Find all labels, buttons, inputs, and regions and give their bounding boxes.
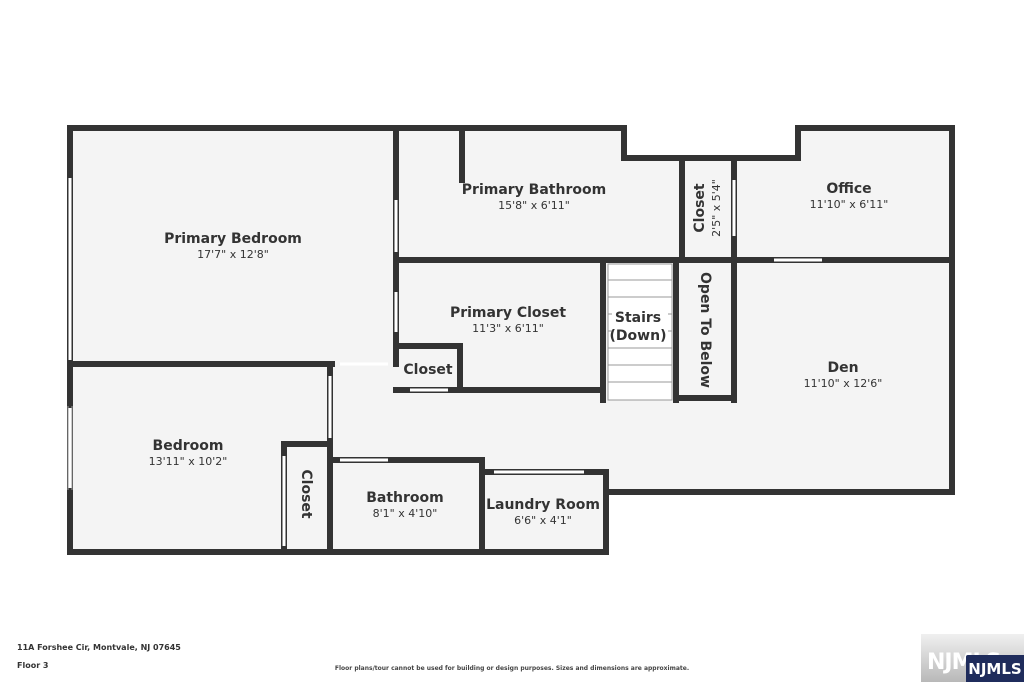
stairs-direction: (Down) bbox=[610, 328, 667, 344]
room-name: Bedroom bbox=[153, 438, 224, 454]
stairs-label: Stairs bbox=[615, 310, 661, 326]
room-name: Den bbox=[827, 360, 858, 376]
room-dimensions: 6'6" x 4'1" bbox=[514, 514, 572, 527]
room-name: Laundry Room bbox=[486, 497, 600, 513]
room-name: Primary Closet bbox=[450, 305, 566, 321]
room-laundry: Laundry Room 6'6" x 4'1" bbox=[486, 497, 600, 527]
room-primary-closet: Primary Closet 11'3" x 6'11" bbox=[450, 305, 566, 335]
property-address: 11A Forshee Cir, Montvale, NJ 07645 bbox=[17, 643, 181, 652]
room-bathroom: Bathroom 8'1" x 4'10" bbox=[366, 490, 444, 520]
room-name: Primary Bedroom bbox=[164, 231, 302, 247]
room-closet-vertical: Closet 2'5" x 5'4" bbox=[692, 179, 723, 237]
room-bedroom-closet: Closet bbox=[298, 469, 314, 519]
openings bbox=[68, 178, 822, 546]
room-bedroom: Bedroom 13'11" x 10'2" bbox=[149, 438, 228, 468]
window-frames bbox=[67, 406, 73, 490]
room-name: Open To Below bbox=[697, 272, 713, 388]
room-dimensions: 13'11" x 10'2" bbox=[149, 455, 228, 468]
room-dimensions: 11'10" x 12'6" bbox=[804, 377, 883, 390]
room-name: Closet bbox=[298, 469, 314, 519]
floor-number: Floor 3 bbox=[17, 661, 49, 670]
room-name: Closet bbox=[692, 183, 708, 233]
room-stairs: Stairs (Down) bbox=[610, 306, 668, 346]
room-dimensions: 17'7" x 12'8" bbox=[197, 248, 269, 261]
room-den: Den 11'10" x 12'6" bbox=[804, 360, 883, 390]
room-name: Primary Bathroom bbox=[462, 182, 606, 198]
room-dimensions: 2'5" x 5'4" bbox=[710, 179, 723, 237]
room-name: Bathroom bbox=[366, 490, 444, 506]
room-name: Office bbox=[826, 181, 871, 197]
room-dimensions: 8'1" x 4'10" bbox=[373, 507, 438, 520]
disclaimer: Floor plans/tour cannot be used for buil… bbox=[334, 665, 690, 672]
room-dimensions: 11'3" x 6'11" bbox=[472, 322, 544, 335]
room-dimensions: 11'10" x 6'11" bbox=[810, 198, 889, 211]
njmls-logo: NJMLS bbox=[966, 655, 1024, 682]
room-primary-bedroom: Primary Bedroom 17'7" x 12'8" bbox=[164, 231, 302, 261]
room-open-to-below: Open To Below bbox=[697, 272, 713, 388]
room-primary-bathroom: Primary Bathroom 15'8" x 6'11" bbox=[462, 182, 606, 212]
room-closet-small: Closet bbox=[403, 362, 453, 378]
room-name: Closet bbox=[403, 362, 453, 378]
room-dimensions: 15'8" x 6'11" bbox=[498, 199, 570, 212]
room-office: Office 11'10" x 6'11" bbox=[810, 181, 889, 211]
